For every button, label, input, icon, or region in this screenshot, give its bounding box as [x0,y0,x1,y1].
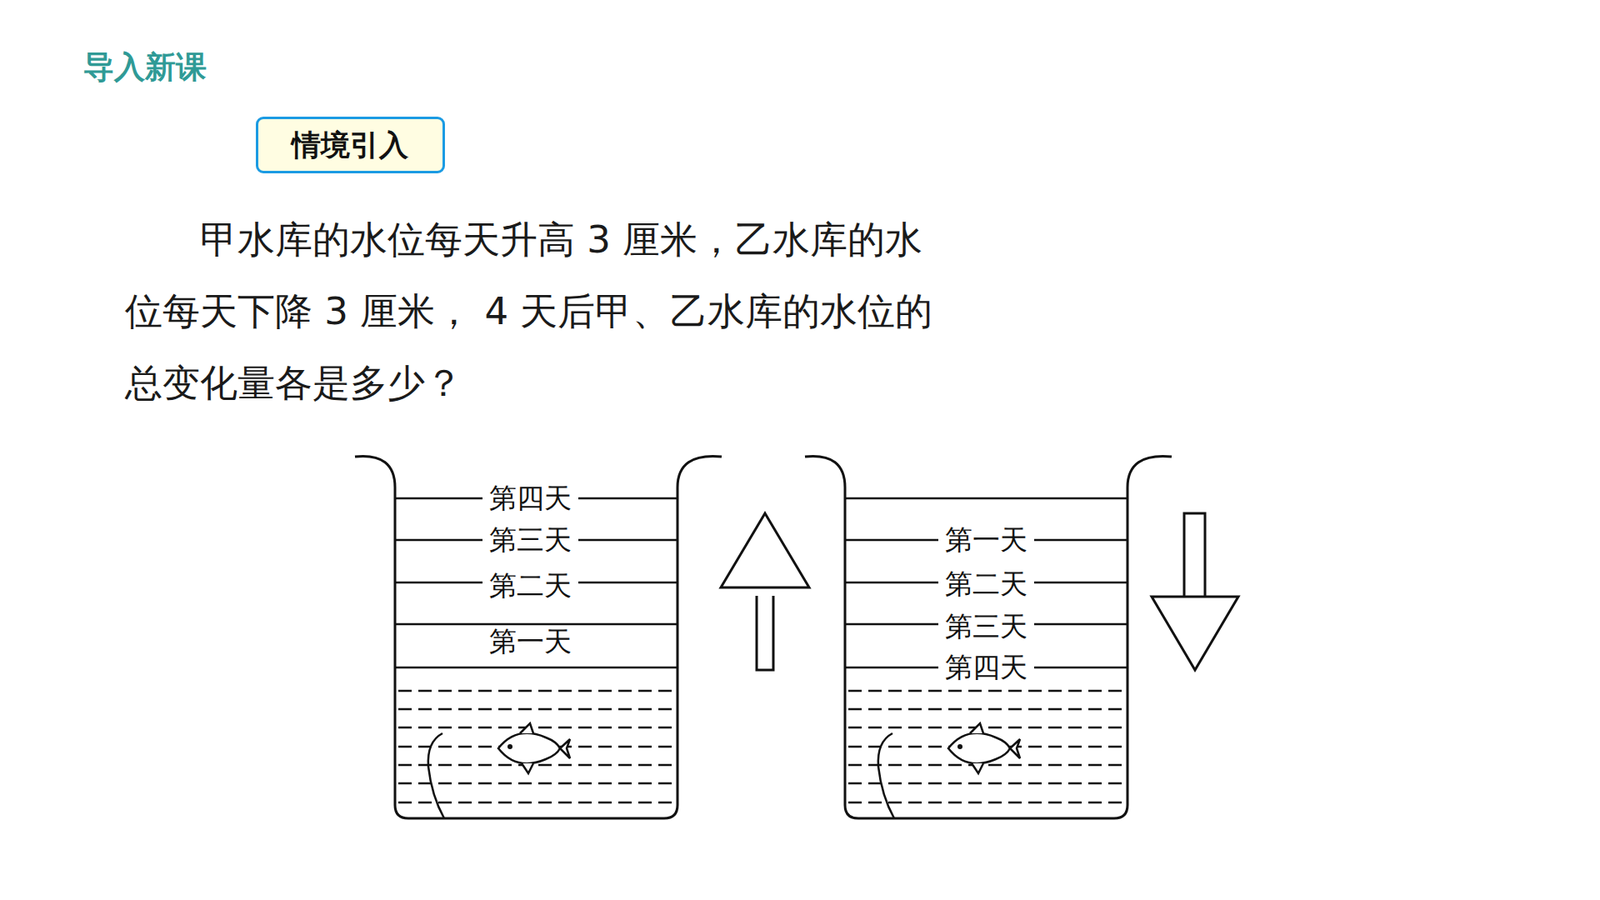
problem-text: 甲水库的水位每天升高 3 厘米，乙水库的水位每天下降 3 厘米， 4 天后甲、乙… [125,204,946,420]
day-mark: 第二天 [938,568,1035,600]
day-mark: 第一天 [938,524,1035,556]
day-mark: 第三天 [482,524,579,556]
tag-text: 情境引入 [291,125,409,165]
day-mark: 第四天 [938,651,1035,684]
section-heading: 导入新课 [83,46,207,89]
scene-tag-box: 情境引入 [255,116,445,174]
day-mark: 第四天 [482,482,579,515]
day-mark: 第一天 [482,625,579,658]
day-mark: 第二天 [482,570,579,602]
down-arrow [1151,513,1239,670]
up-arrow [720,513,810,670]
day-mark: 第三天 [938,610,1035,643]
